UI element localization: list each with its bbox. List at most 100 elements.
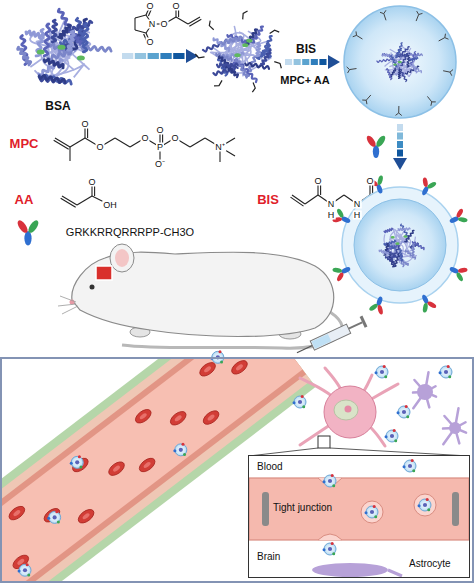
astrocyte-body	[449, 422, 461, 434]
particle-peptide	[426, 498, 429, 501]
particle-peptide	[447, 365, 450, 368]
protein-helix	[261, 36, 271, 55]
particle-peptide	[394, 439, 397, 442]
protein-helix	[36, 29, 44, 56]
protein-helix	[379, 250, 388, 254]
protein-helix	[68, 31, 75, 50]
peptide-arm	[336, 272, 345, 283]
atom-label: O	[170, 134, 179, 143]
protein-helix	[409, 57, 418, 60]
protein-label: BSA	[45, 100, 70, 112]
gradient-step	[294, 59, 301, 65]
peptide-arm	[26, 219, 40, 235]
gradient-step	[397, 133, 403, 140]
protein-helix	[58, 25, 70, 38]
protein-helix	[236, 59, 248, 77]
particle-core	[423, 503, 427, 507]
carboxyl-group	[427, 96, 435, 105]
particle-shell	[175, 444, 187, 456]
reaction-arrow	[285, 55, 340, 69]
particle-core	[328, 479, 332, 483]
protein-helix	[256, 43, 260, 56]
syringe-liquid	[312, 334, 332, 349]
syringe-grip	[360, 316, 368, 328]
nanoparticle-small	[210, 350, 223, 363]
peptide-arm	[422, 177, 428, 187]
peptide-arm	[422, 303, 428, 313]
panel-frame	[1, 358, 473, 582]
peptide-arm	[455, 208, 464, 219]
atom-label: O	[80, 120, 89, 129]
atom-label: N	[353, 200, 362, 209]
protein-helix	[384, 228, 393, 233]
bond	[190, 138, 205, 147]
particle-peptide	[332, 552, 335, 555]
particle-peptide	[302, 405, 305, 408]
region-label: Tight junction	[273, 503, 332, 513]
atom-label: O	[155, 126, 164, 135]
bond	[115, 138, 130, 147]
protein-domain	[234, 53, 240, 57]
peptide-icon	[331, 261, 354, 283]
particle-peptide	[365, 511, 368, 514]
carboxyl-group	[353, 31, 363, 39]
atom-label: O	[87, 178, 96, 187]
particle-peptide	[411, 459, 414, 462]
particle-peptide	[418, 504, 421, 507]
atom-label: N	[327, 200, 336, 209]
atom-label: N	[148, 20, 157, 29]
nanoparticle-small	[365, 505, 378, 518]
particle-core	[75, 460, 79, 464]
peptide-stem	[24, 231, 31, 245]
peptide-arm	[332, 267, 342, 273]
particle-shell	[49, 511, 61, 523]
carboxyl-group	[347, 67, 357, 73]
double-bond	[189, 19, 201, 26]
particle-shell	[344, 6, 456, 118]
protein-domain	[246, 39, 252, 43]
peptide-icon	[446, 261, 469, 283]
nucleolus	[345, 406, 352, 413]
red-blood-cell	[106, 459, 126, 478]
protein-helix	[398, 228, 410, 230]
particle-peptide	[405, 405, 408, 408]
vinyl-group	[209, 21, 213, 30]
particle-peptide	[384, 375, 387, 378]
particle-shell	[324, 475, 336, 487]
protein-helix	[44, 24, 50, 56]
protein-helix	[410, 64, 421, 72]
vinyl-group	[214, 80, 222, 85]
syringe	[294, 316, 367, 359]
particle-shell	[71, 456, 83, 468]
protein-helix	[390, 246, 399, 261]
region-label: Blood	[257, 462, 283, 472]
particle-peptide	[439, 371, 442, 374]
reaction-arrow	[393, 124, 407, 170]
red-blood-cell	[168, 409, 188, 428]
protein-helix	[399, 249, 403, 261]
particle-core	[23, 568, 27, 572]
carboxyl-group	[362, 95, 371, 104]
particle-peptide	[427, 508, 430, 511]
particle-peptide	[173, 449, 176, 452]
protein-helix	[52, 20, 57, 42]
peptide-arm	[458, 267, 468, 273]
gradient-step	[148, 53, 159, 59]
protein-helix	[40, 75, 72, 84]
protein-domain	[242, 43, 248, 47]
protein-domain	[398, 61, 402, 63]
neuron-nucleus	[334, 400, 358, 420]
nanoparticle-small	[323, 542, 336, 555]
bond	[135, 15, 146, 18]
carboxyl-group	[380, 10, 386, 20]
atom-label: O	[171, 2, 180, 11]
nanoparticle-small	[375, 365, 388, 378]
gradient-step	[135, 53, 146, 59]
peptide-arm	[365, 134, 377, 148]
vessel-layer	[2, 359, 280, 581]
protein-helix	[222, 36, 242, 44]
nanoparticle-small	[293, 395, 306, 408]
particle-core	[402, 410, 406, 414]
